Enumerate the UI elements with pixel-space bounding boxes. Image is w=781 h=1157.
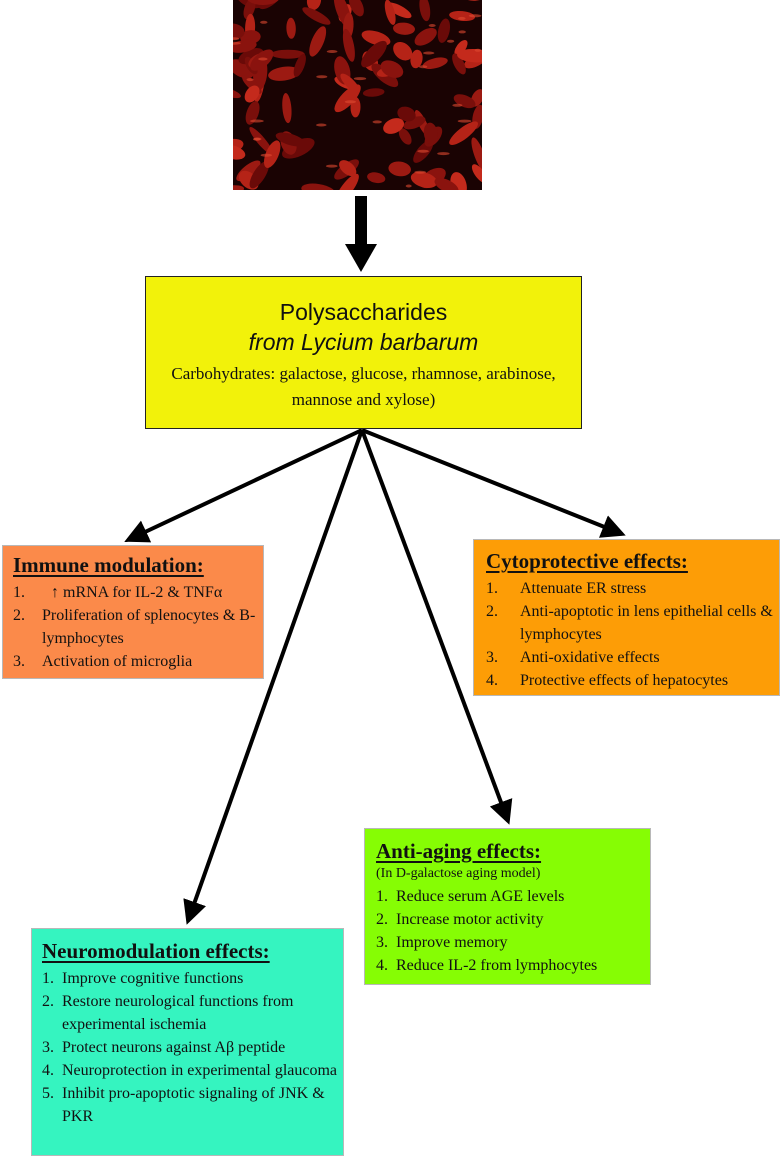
list-item: 5.Inhibit pro-apoptotic signaling of JNK… [42, 1085, 325, 1125]
neuro-list: 1.Improve cognitive functions 2.Restore … [42, 967, 343, 1128]
list-item: 2.Increase motor activity [376, 911, 544, 928]
list-item: 2.Anti-apoptotic in lens epithelial cell… [486, 603, 773, 643]
polysaccharides-box: Polysaccharides from Lycium barbarum Car… [145, 276, 582, 429]
list-item: 4.Protective effects of hepatocytes [486, 672, 729, 689]
list-item: 3.Anti-oxidative effects [486, 649, 660, 666]
immune-list: 1.↑ mRNA for IL-2 & TNFα 2.Proliferation… [13, 581, 263, 673]
center-title: Polysaccharides [279, 299, 448, 325]
aging-list: 1.Reduce serum AGE levels 2.Increase mot… [376, 885, 650, 977]
aging-subtitle: (In D-galactose aging model) [376, 866, 541, 881]
center-description: Carbohydrates: galactose, glucose, rhamn… [171, 364, 556, 409]
cyto-list: 1.Attenuate ER stress 2.Anti-apoptotic i… [486, 577, 779, 692]
arrow-photo-to-center [345, 196, 377, 272]
immune-modulation-box: Immune modulation: 1.↑ mRNA for IL-2 & T… [2, 545, 264, 679]
arrow-to-cyto [361, 428, 626, 538]
list-item: 2.Proliferation of splenocytes & B-lymph… [13, 607, 256, 647]
arrow-to-immune [124, 428, 363, 543]
list-item: 4.Neuroprotection in experimental glauco… [42, 1062, 338, 1079]
arrow-to-aging [360, 429, 513, 825]
goji-berries-image [233, 0, 482, 190]
list-item: 1.↑ mRNA for IL-2 & TNFα [13, 584, 223, 601]
list-item: 3.Activation of microglia [13, 653, 193, 670]
list-item: 3.Protect neurons against Aβ peptide [42, 1039, 286, 1056]
list-item: 1.Attenuate ER stress [486, 580, 647, 597]
list-item: 1.Improve cognitive functions [42, 970, 244, 987]
cytoprotective-effects-box: Cytoprotective effects: 1.Attenuate ER s… [473, 539, 780, 696]
center-subtitle: from Lycium barbarum [248, 329, 479, 355]
immune-title: Immune modulation: [13, 553, 204, 577]
arrow-to-neuro [183, 429, 364, 925]
anti-aging-effects-box: Anti-aging effects: (In D-galactose agin… [364, 828, 651, 985]
neuro-title: Neuromodulation effects: [42, 939, 270, 963]
list-item: 1.Reduce serum AGE levels [376, 888, 565, 905]
list-item: 2.Restore neurological functions from ex… [42, 993, 294, 1033]
list-item: 3.Improve memory [376, 934, 508, 951]
cyto-title: Cytoprotective effects: [486, 549, 688, 573]
aging-title: Anti-aging effects: [376, 839, 542, 863]
list-item: 4.Reduce IL-2 from lymphocytes [376, 957, 598, 974]
neuromodulation-effects-box: Neuromodulation effects: 1.Improve cogni… [31, 928, 344, 1156]
